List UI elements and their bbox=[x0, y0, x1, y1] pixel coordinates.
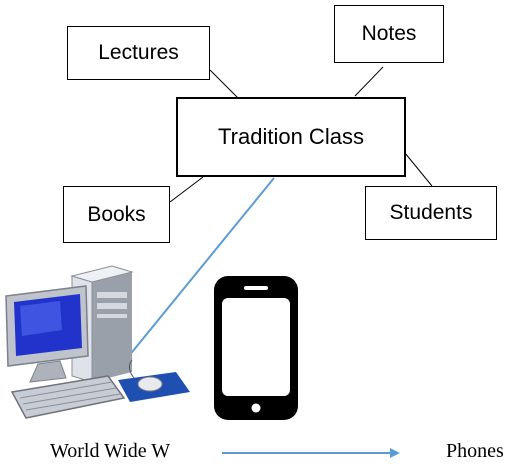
arrow-class-to-computer bbox=[122, 177, 275, 364]
node-books-label: Books bbox=[87, 202, 146, 226]
label-world-wide-web: World Wide W bbox=[50, 440, 171, 462]
connector-notes bbox=[354, 66, 384, 97]
connector-students bbox=[404, 152, 433, 187]
connector-books bbox=[169, 176, 204, 203]
connector-lectures bbox=[209, 69, 239, 99]
node-books: Books bbox=[63, 186, 170, 243]
node-tradition-class: Tradition Class bbox=[176, 97, 406, 177]
node-students-label: Students bbox=[389, 201, 473, 224]
node-notes: Notes bbox=[334, 5, 444, 63]
node-notes-label: Notes bbox=[361, 22, 417, 45]
node-students: Students bbox=[365, 186, 497, 240]
node-lectures: Lectures bbox=[67, 26, 210, 80]
label-phones: Phones bbox=[446, 440, 504, 462]
node-tradition-class-label: Tradition Class bbox=[218, 124, 364, 149]
node-lectures-label: Lectures bbox=[98, 41, 179, 64]
